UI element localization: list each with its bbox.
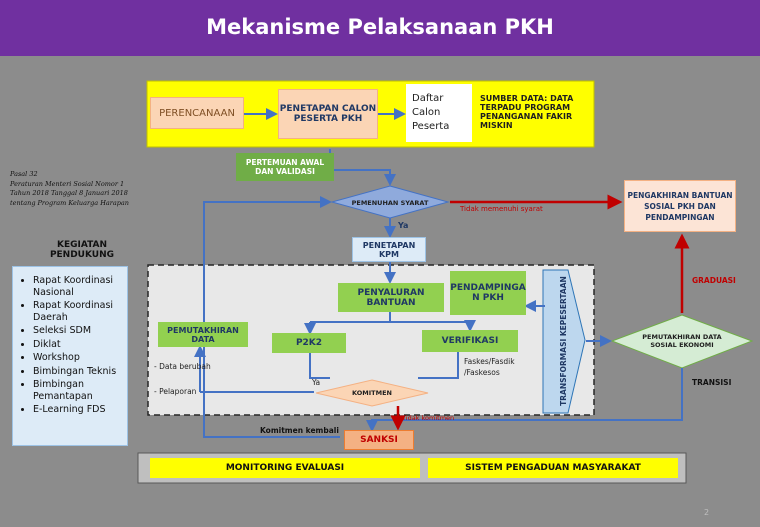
pasal-note: Pasal 32 Peraturan Menteri Sosial Nomor … — [10, 170, 160, 208]
penetapan-calon-box: PENETAPAN CALON PESERTA PKH — [278, 89, 378, 139]
daftar-calon-doc: Daftar Calon Peserta — [406, 84, 472, 142]
transformasi-shape — [542, 269, 586, 414]
perencanaan-box: PERENCANAAN — [150, 97, 244, 129]
data-berubah-label: - Data berubah — [154, 362, 211, 371]
pemutakhiran-dse-label: PEMUTAKHIRAN DATA SOSIAL EKONOMI — [642, 333, 722, 349]
pengaduan-box: SISTEM PENGADUAN MASYARAKAT — [428, 458, 678, 478]
ya-komitmen-label: Ya — [312, 378, 321, 387]
list-item: Workshop — [33, 352, 123, 364]
penyaluran-bantuan-box: PENYALURAN BANTUAN — [338, 283, 444, 312]
pendampingan-box: PENDAMPINGA N PKH — [450, 271, 526, 315]
p2k2-box: P2K2 — [272, 333, 346, 353]
sumber-data-label: SUMBER DATA: DATA TERPADU PROGRAM PENANG… — [480, 94, 574, 130]
pemenuhan-syarat-label: PEMENUHAN SYARAT — [351, 199, 429, 207]
komitmen-kembali-label: Komitmen kembali — [260, 426, 339, 435]
page-number: 2 — [704, 508, 710, 517]
list-item: Diklat — [33, 339, 123, 351]
tidak-memenuhi-label: Tidak memenuhi syarat — [460, 205, 543, 213]
pemutakhiran-data-box: PEMUTAKHIRAN DATA — [158, 322, 248, 347]
transformasi-label: TRANSFORMASI KEPESERTAAN — [558, 276, 568, 406]
pertemuan-awal-box: PERTEMUAN AWAL DAN VALIDASI — [236, 153, 334, 181]
komitmen-diamond — [315, 379, 429, 407]
transisi-label: TRANSISI — [692, 378, 732, 387]
title-bar — [0, 0, 760, 56]
graduasi-label: GRADUASI — [692, 276, 736, 285]
kegiatan-list: Rapat Koordinasi Nasional Rapat Koordina… — [12, 266, 128, 446]
page-title: Mekanisme Pelaksanaan PKH — [206, 15, 554, 39]
pasal-line: Pasal 32 — [10, 170, 38, 178]
list-item: Bimbingan Pemantapan — [33, 379, 123, 402]
monitoring-box: MONITORING EVALUASI — [150, 458, 420, 478]
list-item: Rapat Koordinasi Daerah — [33, 300, 123, 323]
tidak-komitmen-label: Tidak komitmen — [402, 414, 455, 422]
komitmen-label: KOMITMEN — [352, 389, 392, 397]
sanksi-box: SANKSI — [344, 430, 414, 450]
kegiatan-title: KEGIATAN PENDUKUNG — [49, 240, 115, 260]
kegiatan-items: Rapat Koordinasi Nasional Rapat Koordina… — [21, 275, 123, 416]
pasal-line: Tahun 2018 Tanggal 8 Januari 2018 — [10, 189, 128, 197]
pengakhiran-box: PENGAKHIRAN BANTUAN SOSIAL PKH DAN PENDA… — [624, 180, 736, 232]
faskes-label: Faskes/Fasdik /Faskesos — [464, 357, 515, 377]
pelaporan-label: - Pelaporan — [154, 387, 197, 396]
list-item: Rapat Koordinasi Nasional — [33, 275, 123, 298]
verifikasi-box: VERIFIKASI — [422, 330, 518, 352]
penetapan-kpm-box: PENETAPAN KPM — [352, 237, 426, 262]
ya-label: Ya — [398, 221, 409, 230]
list-item: Seleksi SDM — [33, 325, 123, 337]
list-item: E-Learning FDS — [33, 404, 123, 416]
pasal-line: tentang Program Keluarga Harapan — [10, 198, 129, 207]
pasal-line: Peraturan Menteri Sosial Nomor 1 — [10, 179, 125, 188]
list-item: Bimbingan Teknis — [33, 366, 123, 378]
